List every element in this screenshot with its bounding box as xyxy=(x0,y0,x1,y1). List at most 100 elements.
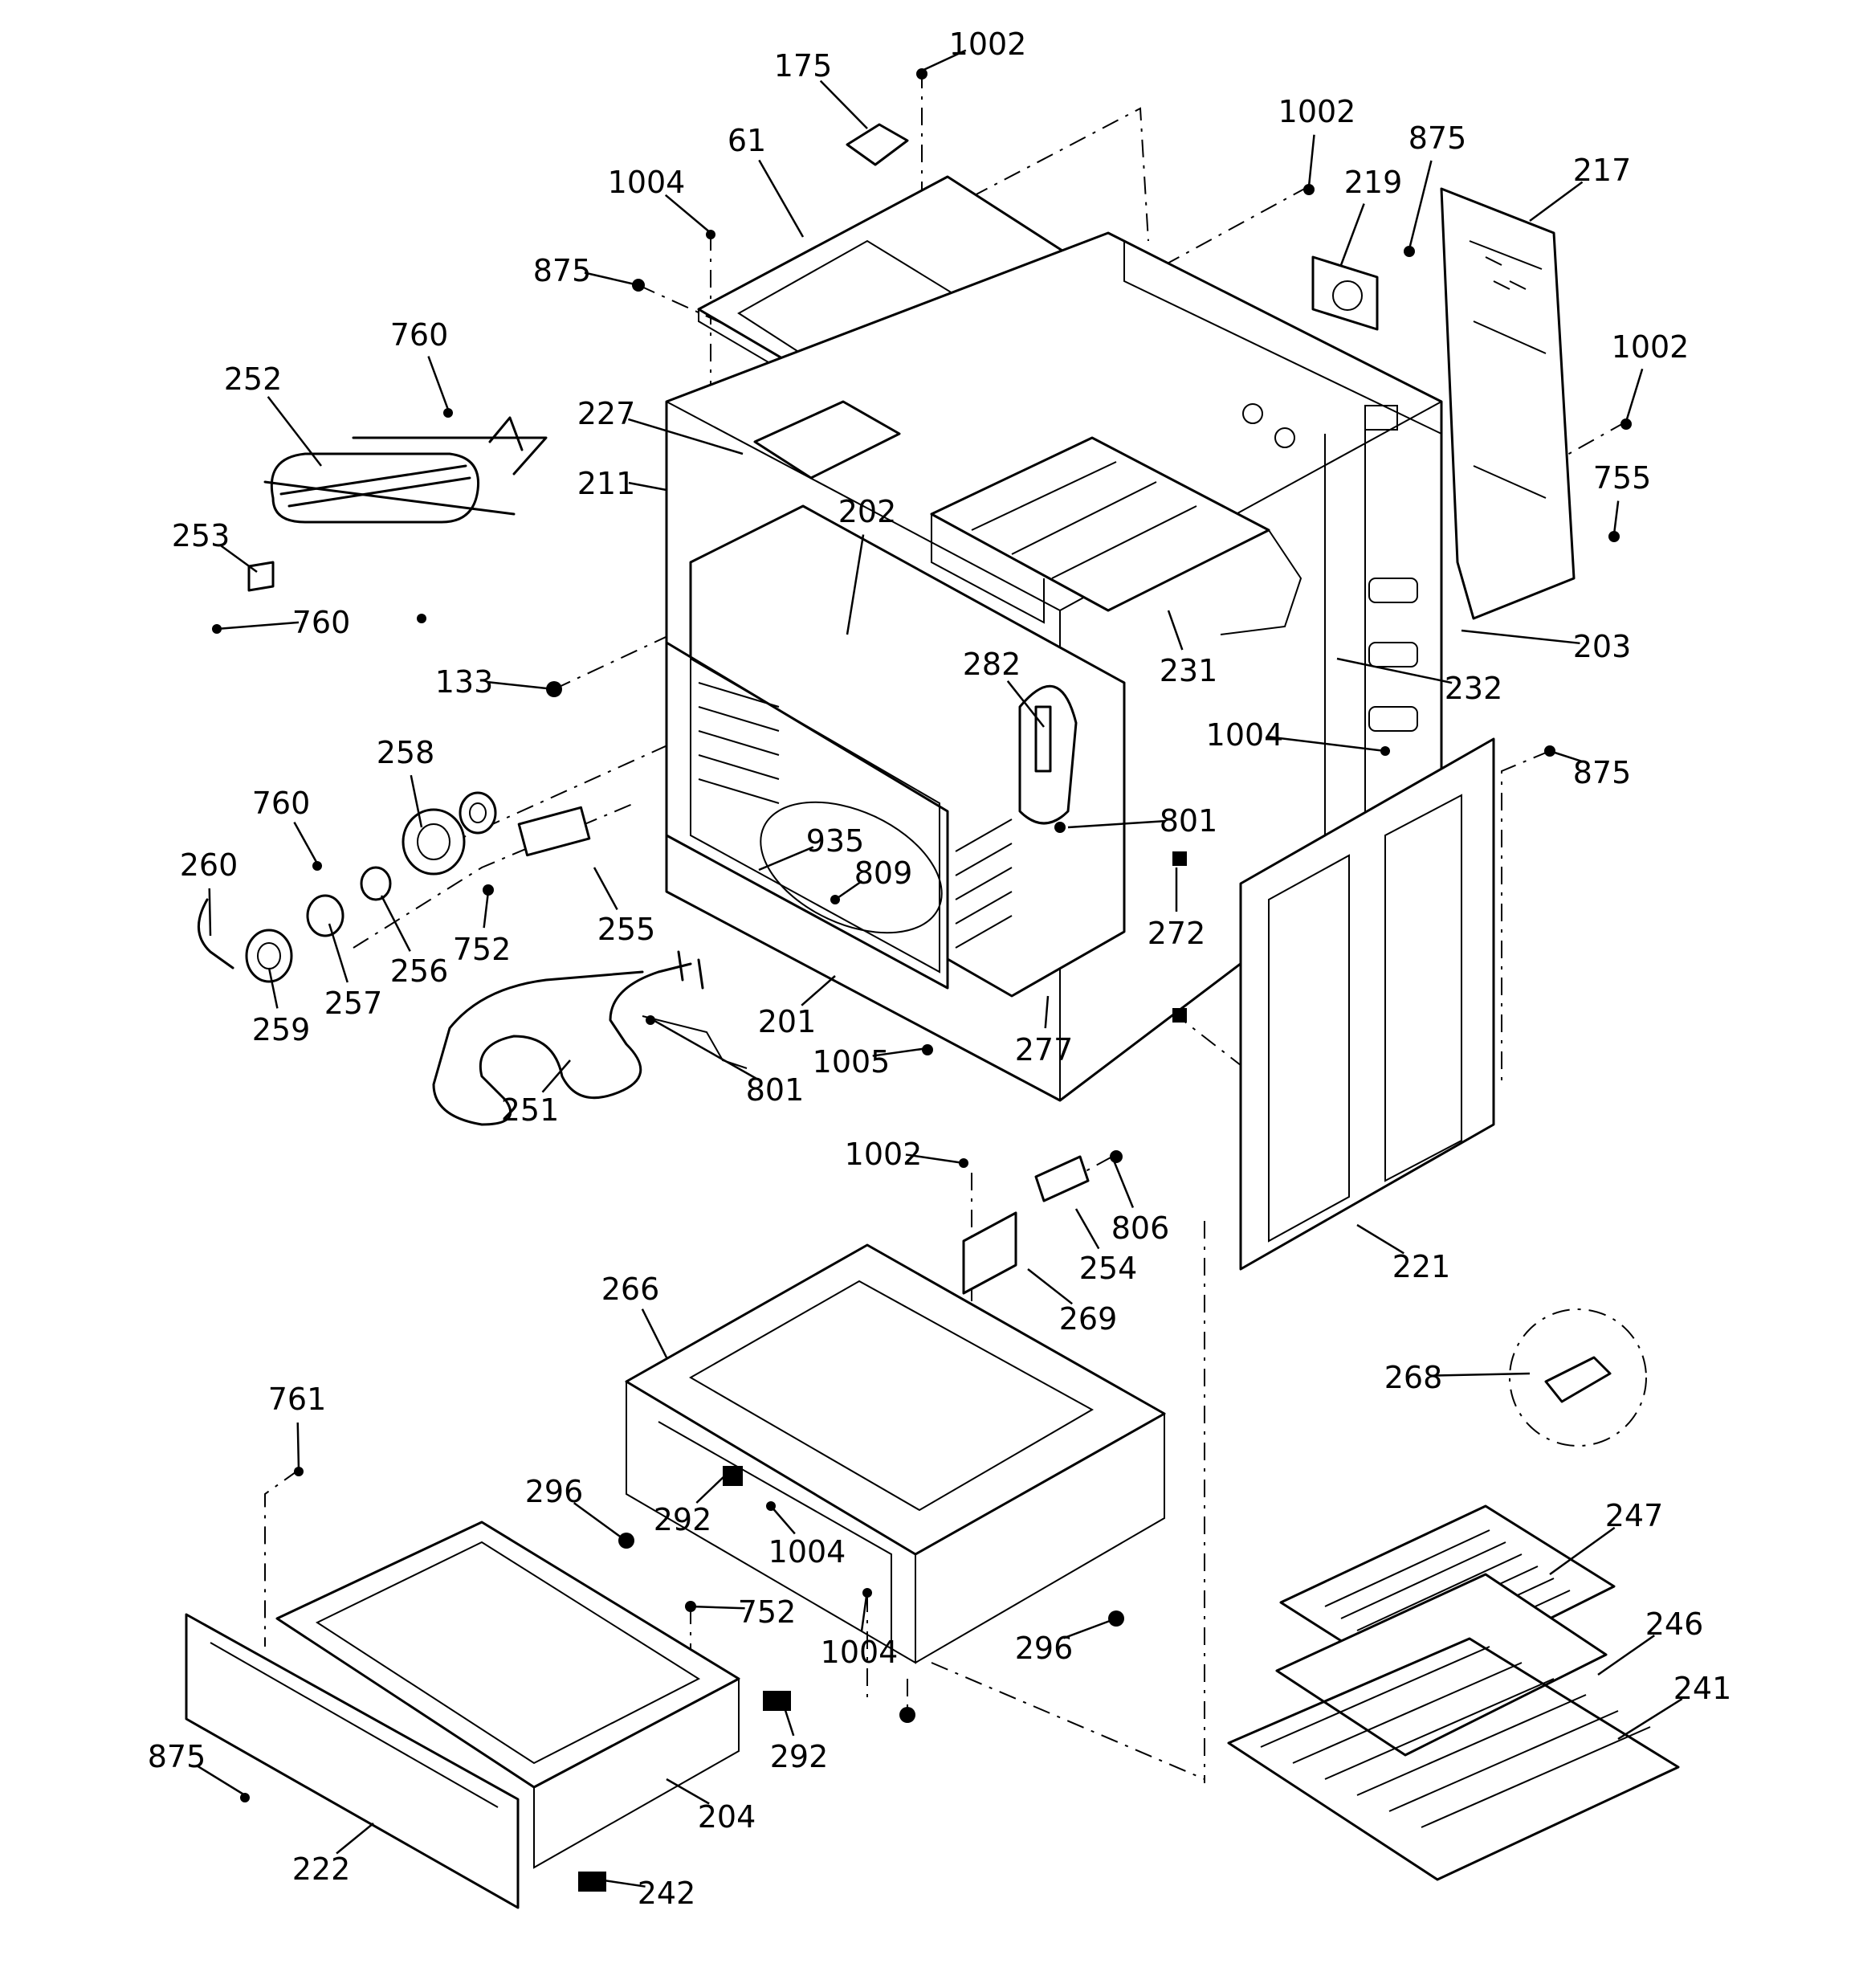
part-callout: 760 xyxy=(390,317,449,353)
leader-line xyxy=(1067,819,1167,829)
part-callout: 875 xyxy=(148,1739,206,1774)
part-callout: 204 xyxy=(698,1799,756,1835)
part-callout: 801 xyxy=(1160,803,1218,839)
part-callout: 175 xyxy=(774,48,833,84)
part-callout: 266 xyxy=(601,1272,660,1307)
part-callout: 1002 xyxy=(949,27,1027,62)
leader-line xyxy=(573,1502,623,1540)
part-callout: 257 xyxy=(324,986,383,1021)
leader-line xyxy=(872,1047,928,1057)
leader-line xyxy=(1339,203,1365,266)
part-callout: 252 xyxy=(224,361,283,397)
leader-line xyxy=(801,975,836,1006)
leader-line xyxy=(1063,1617,1117,1639)
leader-line xyxy=(1336,657,1453,684)
part-callout: 801 xyxy=(746,1072,805,1108)
part-callout: 755 xyxy=(1593,460,1652,496)
leader-line xyxy=(486,680,555,691)
leader-line xyxy=(819,80,868,129)
leader-line xyxy=(627,418,744,455)
oven-liner xyxy=(665,504,1126,998)
rear-panel-217 xyxy=(1440,187,1576,620)
part-callout: 1005 xyxy=(813,1044,891,1080)
clip-268 xyxy=(1509,1308,1647,1447)
leader-line xyxy=(1266,735,1386,753)
part-callout: 254 xyxy=(1079,1251,1138,1286)
leader-line xyxy=(834,880,863,901)
leader-line xyxy=(666,1778,710,1805)
part-callout: 203 xyxy=(1573,629,1632,664)
leader-line xyxy=(380,895,411,952)
leader-line xyxy=(905,1153,964,1165)
broil-element-252 xyxy=(263,416,548,524)
part-callout: 222 xyxy=(292,1851,351,1887)
part-callout: 761 xyxy=(268,1382,327,1417)
leader-line xyxy=(921,49,967,72)
leader-line xyxy=(267,967,279,1009)
vent-duct xyxy=(753,400,1302,635)
part-callout: 292 xyxy=(654,1502,712,1537)
leader-line xyxy=(758,846,814,872)
part-callout: 1002 xyxy=(1612,329,1690,365)
part-callout: 296 xyxy=(1015,1631,1074,1666)
part-callout: 242 xyxy=(638,1876,696,1911)
leader-line xyxy=(197,1765,246,1797)
part-callout: 1004 xyxy=(768,1534,846,1570)
part-callout: 752 xyxy=(738,1594,797,1630)
part-callout: 752 xyxy=(453,932,512,967)
part-callout: 269 xyxy=(1059,1301,1118,1337)
control-assembly xyxy=(197,791,591,983)
leader-line xyxy=(1356,1223,1404,1255)
part-callout: 277 xyxy=(1015,1032,1074,1067)
part-callout: 256 xyxy=(390,953,449,989)
drawer-204 xyxy=(275,1521,740,1869)
side-panel-221 xyxy=(1239,737,1495,1271)
leader-line xyxy=(1167,610,1184,651)
part-callout: 202 xyxy=(838,494,897,529)
part-callout: 272 xyxy=(1148,916,1206,951)
leader-line xyxy=(1435,1372,1531,1377)
leader-line xyxy=(1408,160,1433,250)
leader-line xyxy=(781,1702,795,1737)
part-callout: 253 xyxy=(172,518,230,553)
leader-line xyxy=(770,1505,796,1535)
leader-line xyxy=(690,1605,745,1610)
leader-line xyxy=(328,923,349,983)
leader-line xyxy=(410,774,423,828)
leader-line xyxy=(1111,1156,1135,1208)
leader-line xyxy=(650,1017,757,1080)
bracket-269 xyxy=(962,1155,1090,1295)
part-callout: 1004 xyxy=(821,1635,899,1670)
part-callout: 246 xyxy=(1645,1606,1704,1642)
bracket-253 xyxy=(247,561,275,592)
leader-line xyxy=(1074,1208,1100,1250)
leader-line xyxy=(1461,629,1580,645)
leader-line xyxy=(1625,368,1644,423)
part-callout: 247 xyxy=(1605,1498,1664,1533)
leader-line xyxy=(296,1422,300,1471)
part-callout: 875 xyxy=(1573,755,1632,790)
part-callout: 806 xyxy=(1111,1210,1170,1246)
part-callout: 251 xyxy=(501,1092,560,1128)
part-callout: 809 xyxy=(854,855,913,891)
leader-line xyxy=(427,356,450,410)
leader-line xyxy=(293,822,319,864)
leader-line xyxy=(1044,995,1050,1029)
part-callout: 221 xyxy=(1392,1249,1451,1284)
part-callout: 292 xyxy=(770,1739,829,1774)
leader-line xyxy=(541,1059,571,1093)
leader-line xyxy=(1549,749,1584,763)
sensor-282 xyxy=(1034,705,1052,773)
part-callout: 258 xyxy=(377,735,435,770)
part-callout: 133 xyxy=(435,664,494,700)
part-callout: 760 xyxy=(292,605,351,640)
part-callout: 201 xyxy=(758,1004,817,1039)
drawer-front-222 xyxy=(185,1613,520,1909)
part-callout: 1002 xyxy=(845,1137,923,1172)
part-callout: 760 xyxy=(252,786,311,821)
bake-element-251 xyxy=(432,950,748,1126)
leader-line xyxy=(593,867,618,911)
part-callout: 875 xyxy=(1408,120,1467,156)
part-callout: 211 xyxy=(577,466,636,501)
